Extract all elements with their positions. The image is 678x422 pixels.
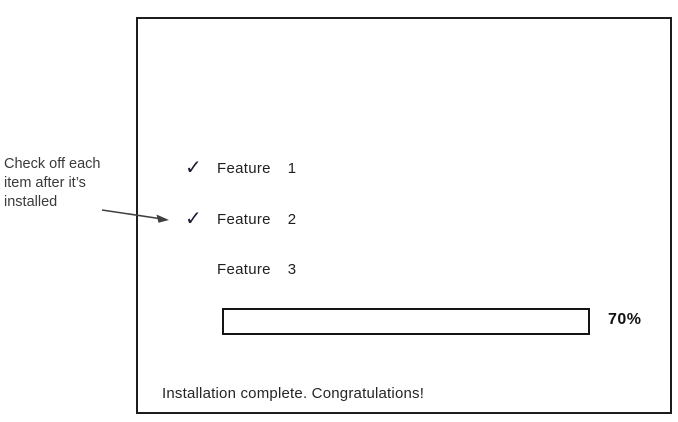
annotation-line-1: Check off each (4, 156, 101, 172)
annotation-line-2: item after it’s (4, 175, 86, 191)
feature-label: Feature (217, 159, 271, 177)
feature-number: 3 (287, 260, 297, 278)
feature-number: 2 (287, 210, 297, 228)
progress-bar (222, 308, 590, 335)
annotation-arrow-icon (101, 209, 169, 223)
feature-number: 1 (287, 159, 297, 177)
feature-label: Feature (217, 210, 271, 228)
status-message: Installation complete. Congratulations! (162, 385, 425, 402)
installer-window: ✓ Feature 1 ✓ Feature 2 Feature 3 70% In… (136, 17, 672, 414)
feature-item-3: Feature 3 (185, 256, 296, 282)
feature-item-2: ✓ Feature 2 (185, 206, 296, 232)
annotation-note: Check off each item after it’s installed (4, 155, 124, 212)
feature-item-1: ✓ Feature 1 (185, 155, 296, 181)
checkmark-icon[interactable]: ✓ (185, 157, 203, 179)
feature-label: Feature (217, 260, 271, 278)
annotation-line-3: installed (4, 194, 58, 210)
checkmark-icon[interactable]: ✓ (185, 208, 203, 230)
progress-percent: 70% (608, 311, 642, 328)
